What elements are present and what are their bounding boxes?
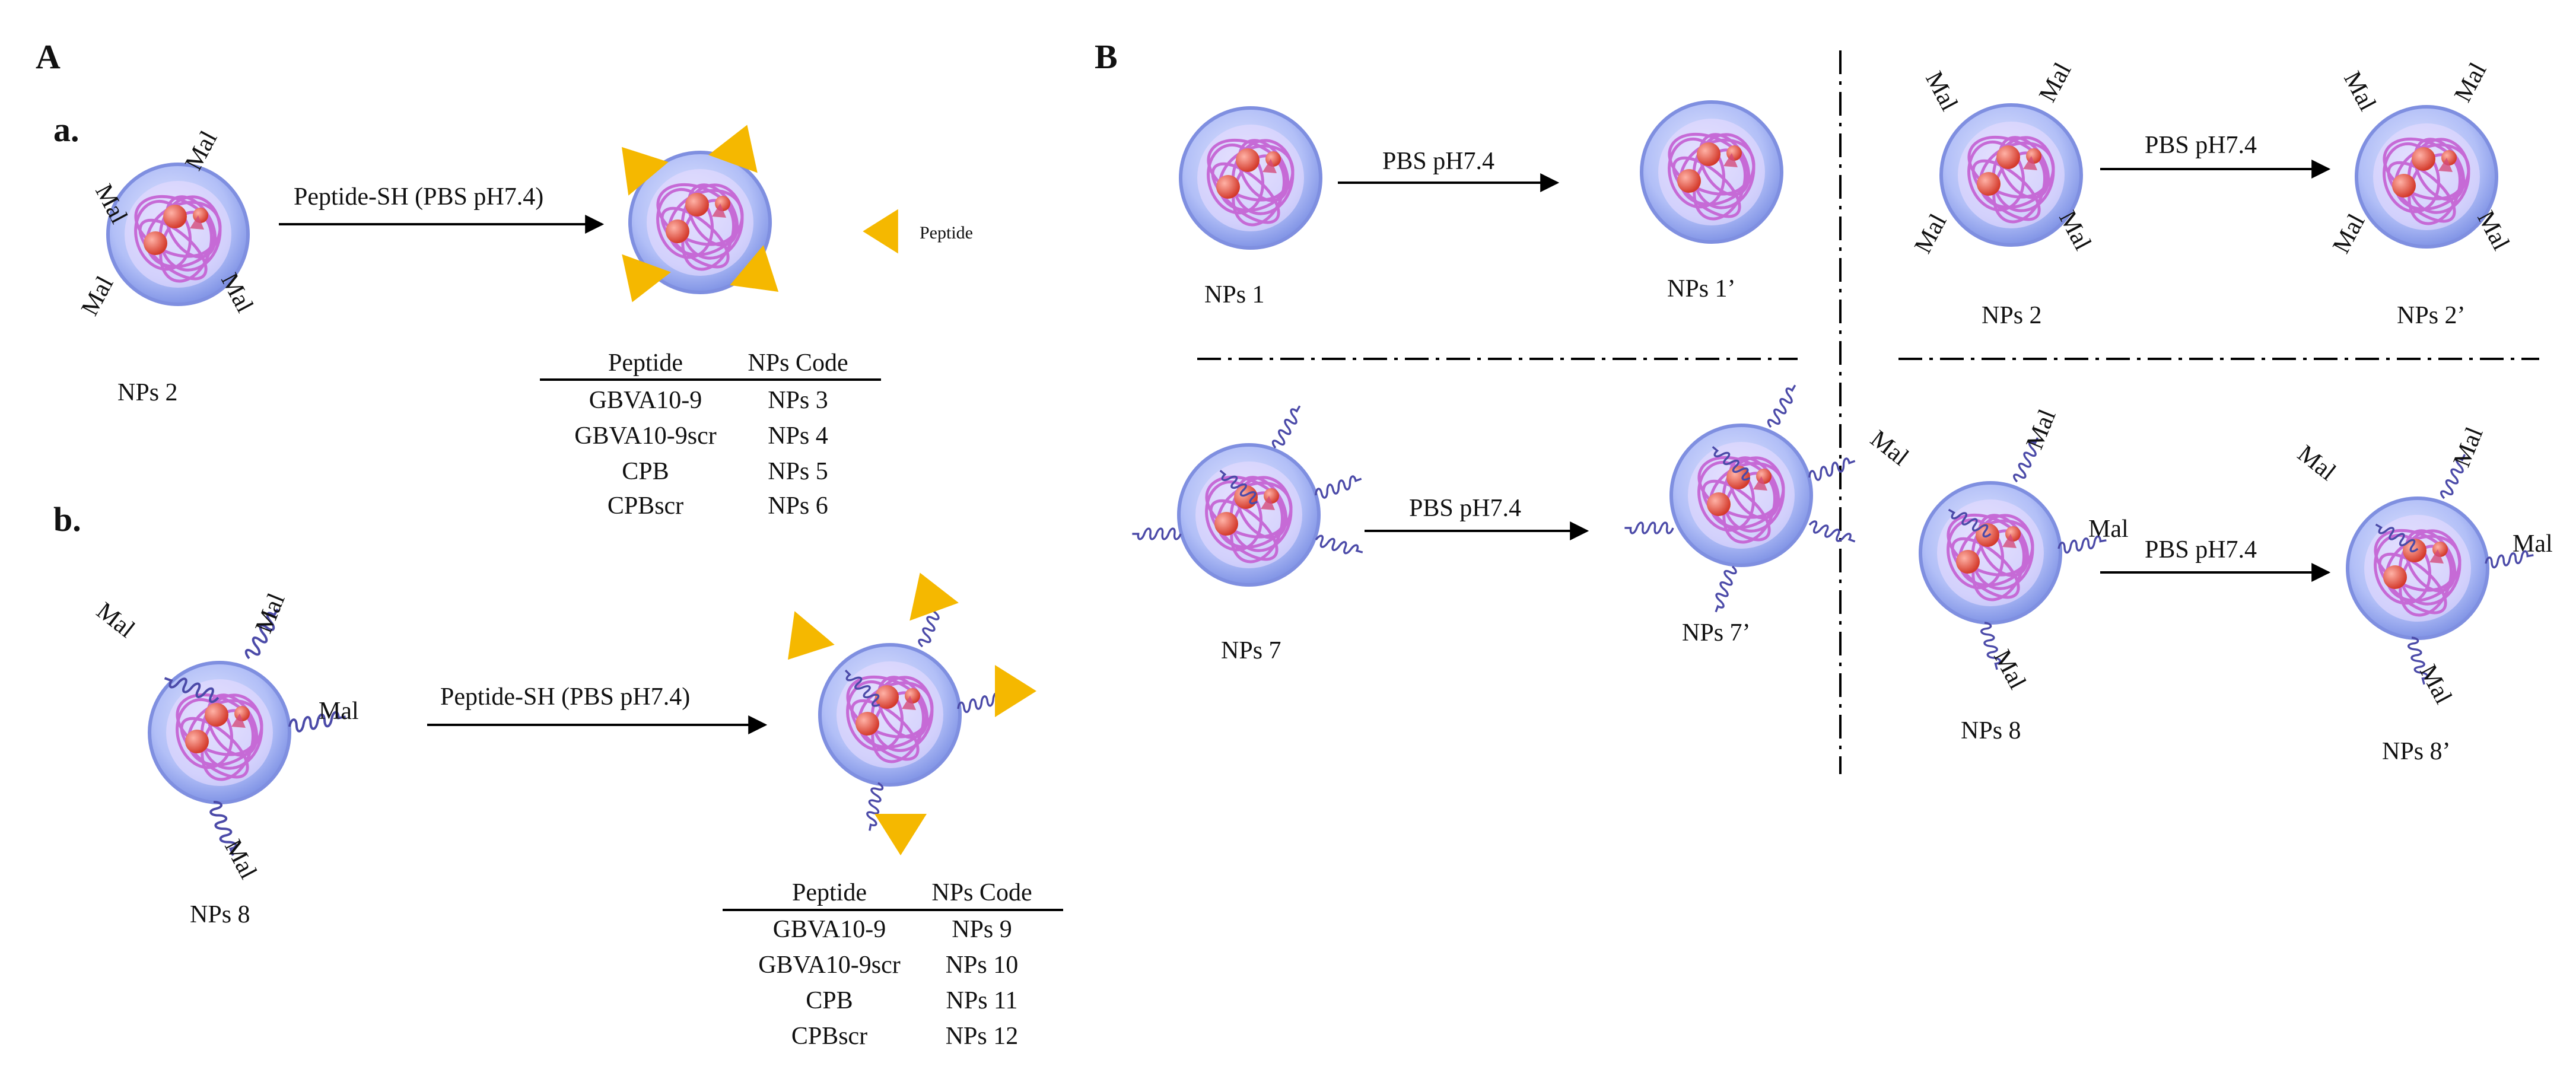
- table-a-cell: NPs 5: [768, 458, 828, 485]
- sub-a-label: a.: [53, 110, 79, 149]
- np2p-label: NPs 2’: [2397, 302, 2466, 329]
- np1p-particle: [1642, 102, 1782, 242]
- mal-label: Mal: [2448, 424, 2489, 471]
- mal-label: Mal: [2449, 58, 2492, 106]
- peptide-triangle: [995, 665, 1036, 717]
- mal-label: Mal: [1909, 209, 1952, 257]
- mal-label: Mal: [1920, 67, 1963, 115]
- table-a-cell: NPs 6: [768, 492, 828, 520]
- linker: [1807, 455, 1858, 484]
- pbs-label: PBS pH7.4: [1409, 495, 1521, 522]
- mal-label: Mal: [76, 272, 119, 320]
- peptide-legend-label: Peptide: [920, 223, 973, 243]
- np1-label: NPs 1: [1204, 281, 1265, 308]
- table-b-header-code: NPs Code: [931, 879, 1032, 906]
- linker: [1131, 527, 1182, 540]
- linker: [1313, 533, 1365, 559]
- table-b-cell: GBVA10-9scr: [758, 951, 901, 979]
- np7p-label: NPs 7’: [1682, 619, 1751, 647]
- peptide-sh-label: Peptide-SH (PBS pH7.4): [440, 683, 690, 711]
- table-a-header-peptide: Peptide: [608, 349, 683, 377]
- linker: [1270, 402, 1306, 452]
- table-b: Peptide NPs Code GBVA10-9 NPs 9 GBVA10-9…: [723, 879, 1063, 1050]
- table-a-cell: NPs 4: [768, 422, 828, 450]
- mal-label: Mal: [250, 590, 291, 637]
- np7p-particle: [1671, 425, 1811, 565]
- mal-label: Mal: [1988, 645, 2031, 693]
- mal-label: Mal: [2513, 530, 2553, 558]
- table-a: Peptide NPs Code GBVA10-9 NPs 3 GBVA10-9…: [540, 349, 881, 520]
- table-b-cell: GBVA10-9: [773, 916, 886, 943]
- np8p-particle: [2348, 498, 2488, 638]
- table-a-cell: NPs 3: [768, 387, 828, 414]
- np8-label-b: NPs 8: [1961, 717, 2021, 744]
- linker: [1710, 564, 1739, 615]
- np1p-label: NPs 1’: [1667, 275, 1736, 303]
- peptide-triangle: [874, 814, 927, 855]
- mal-label: Mal: [1865, 425, 1914, 472]
- mal-label: Mal: [91, 597, 140, 644]
- mal-label: Mal: [319, 698, 359, 725]
- table-a-header-code: NPs Code: [748, 349, 848, 377]
- np2-label: NPs 2: [117, 379, 178, 406]
- table-b-cell: NPs 10: [946, 951, 1019, 979]
- pbs-label: PBS pH7.4: [2145, 536, 2257, 564]
- mal-label: Mal: [2034, 58, 2076, 106]
- mal-label: Mal: [2021, 406, 2062, 453]
- pbs-label: PBS pH7.4: [1382, 148, 1494, 175]
- table-a-cell: GBVA10-9: [589, 387, 702, 414]
- peptide-triangle: [895, 564, 959, 621]
- peptide-np-b: [820, 645, 960, 785]
- linker: [1313, 473, 1365, 502]
- table-a-cell: GBVA10-9scr: [574, 422, 717, 450]
- peptide-linker: [863, 781, 885, 833]
- mal-label: Mal: [2338, 67, 2381, 115]
- table-a-cell: CPBscr: [608, 492, 683, 520]
- mal-label: Mal: [2088, 515, 2129, 543]
- table-a-cell: CPB: [622, 458, 669, 485]
- np1-particle: [1181, 108, 1321, 248]
- pbs-label: PBS pH7.4: [2145, 132, 2257, 159]
- sub-b-label: b.: [53, 500, 81, 539]
- np7-particle: [1179, 445, 1319, 585]
- np8-particle-b: [1920, 483, 2060, 623]
- linker: [1807, 518, 1858, 548]
- table-b-cell: NPs 11: [946, 987, 1018, 1014]
- np2-label-b: NPs 2: [1982, 302, 2042, 329]
- table-b-cell: NPs 9: [952, 916, 1012, 943]
- peptide-sh-label: Peptide-SH (PBS pH7.4): [294, 183, 543, 211]
- panel-a-label: A: [36, 37, 61, 76]
- mal-label: Mal: [2292, 440, 2341, 486]
- peptide-legend-triangle: [863, 209, 898, 254]
- np8p-label: NPs 8’: [2382, 738, 2451, 765]
- linker: [1765, 381, 1801, 431]
- panel-b-label: B: [1095, 37, 1118, 76]
- np7-label: NPs 7: [1221, 637, 1281, 664]
- linker: [1623, 521, 1674, 534]
- table-b-header-peptide: Peptide: [792, 879, 867, 906]
- peptide-triangle: [768, 611, 835, 677]
- table-b-cell: CPBscr: [791, 1023, 867, 1050]
- table-b-cell: NPs 12: [946, 1023, 1019, 1050]
- np8-label-a: NPs 8: [190, 901, 250, 928]
- mal-label: Mal: [2327, 209, 2370, 257]
- table-b-cell: CPB: [806, 987, 853, 1014]
